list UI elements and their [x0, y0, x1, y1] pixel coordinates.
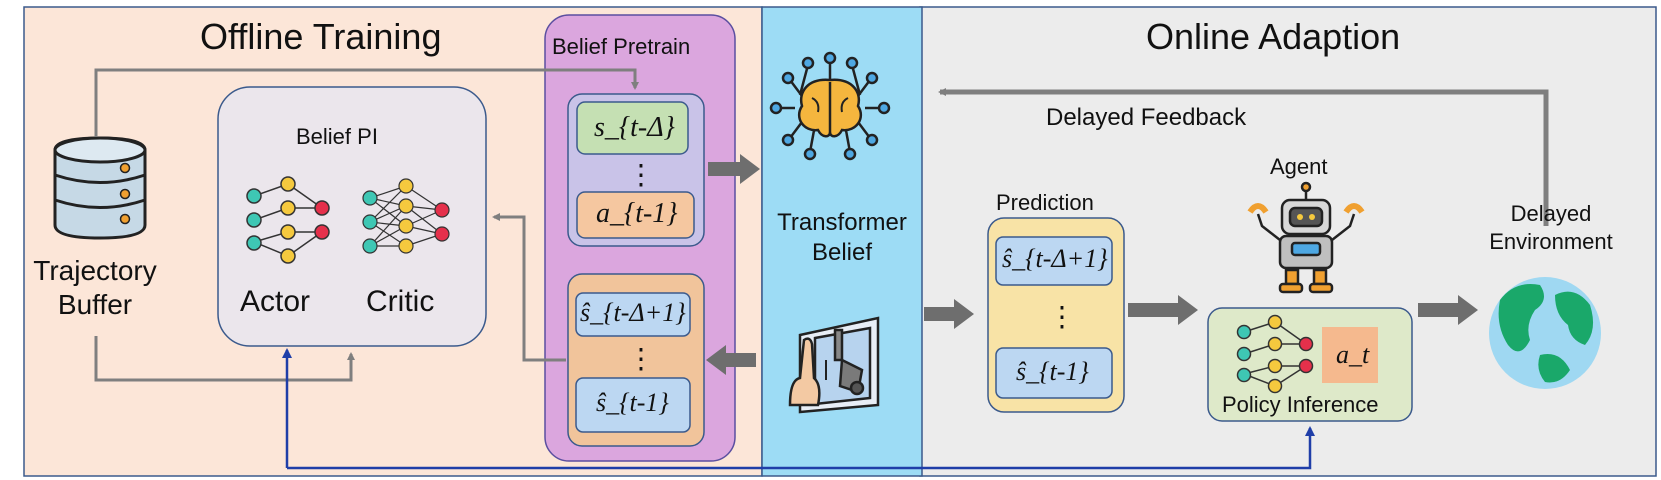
brain-circuit-icon — [769, 51, 891, 161]
prediction-top-box — [995, 236, 1113, 286]
pretrain-action-box — [576, 191, 695, 239]
transformer-line2: Belief — [811, 239, 873, 266]
robot-arm-tablet-icon — [788, 316, 880, 414]
pretrain-ellipsis-bottom: ⋮ — [627, 343, 655, 374]
earth-globe-icon — [1489, 277, 1601, 389]
prediction-bottom-box — [995, 347, 1113, 399]
robot-agent-icon — [1247, 181, 1365, 294]
pretrain-to-belief-pi-arrow — [492, 213, 566, 362]
pretrain-output-bottom-box — [575, 377, 691, 433]
pretrain-action-label: a_{t-1} — [596, 198, 678, 229]
actor-label: Actor — [240, 285, 311, 318]
belief-pretrain-title: Belief Pretrain — [552, 34, 691, 59]
policy-to-environment-arrow — [1418, 295, 1478, 325]
critic-label: Critic — [366, 285, 435, 318]
buffer-to-pretrain-arrow — [94, 68, 639, 137]
transformer-belief-label: Transformer Belief — [762, 208, 922, 268]
policy-network-icon — [1236, 314, 1314, 394]
delayed-feedback-label: Delayed Feedback — [1046, 104, 1247, 131]
pretrain-output-top-label: ŝ_{t-Δ+1} — [580, 298, 686, 327]
offline-training-title: Offline Training — [200, 16, 442, 57]
delayed-environment-label: Delayed Environment — [1476, 200, 1626, 256]
action-output-label: a_t — [1336, 340, 1370, 369]
action-output-box — [1322, 327, 1378, 383]
prediction-top-label: ŝ_{t-Δ+1} — [1002, 244, 1108, 273]
environment-line2: Environment — [1489, 229, 1613, 254]
environment-line1: Delayed — [1510, 201, 1592, 226]
pretrain-output-top-box — [575, 292, 691, 337]
pretrain-ellipsis-top: ⋮ — [627, 159, 655, 190]
belief-pi-panel — [217, 86, 487, 347]
transformer-to-prediction-arrow — [924, 299, 974, 329]
transformer-line1: Transformer — [777, 209, 907, 236]
pretrain-output-bottom-label: ŝ_{t-1} — [596, 388, 669, 417]
policy-inference-label: Policy Inference — [1222, 392, 1379, 417]
critic-network-icon — [362, 178, 450, 254]
trajectory-buffer-line2: Buffer — [57, 289, 133, 320]
trajectory-buffer-label: Trajectory Buffer — [20, 254, 170, 322]
buffer-to-belief-pi-arrow — [94, 336, 355, 382]
agent-label: Agent — [1270, 154, 1328, 179]
prediction-title: Prediction — [996, 190, 1094, 215]
trajectory-buffer-line1: Trajectory — [33, 255, 157, 286]
online-adaption-title: Online Adaption — [1146, 16, 1401, 57]
gray-arrows — [94, 68, 1549, 382]
actor-network-icon — [246, 176, 330, 264]
delayed-feedback-arrow — [938, 88, 1549, 226]
prediction-to-policy-arrow — [1128, 295, 1198, 325]
prediction-bottom-label: ŝ_{t-1} — [1016, 357, 1089, 386]
pretrain-to-transformer-arrow — [708, 154, 760, 184]
prediction-ellipsis: ⋮ — [1048, 301, 1076, 332]
belief-pi-title: Belief PI — [296, 124, 378, 149]
pretrain-state-box — [576, 101, 689, 155]
pretrain-state-label: s_{t-Δ} — [594, 112, 675, 143]
blue-loop-arrow — [282, 348, 1315, 470]
transformer-to-pretrain-arrow — [706, 345, 756, 375]
database-icon — [53, 136, 147, 240]
